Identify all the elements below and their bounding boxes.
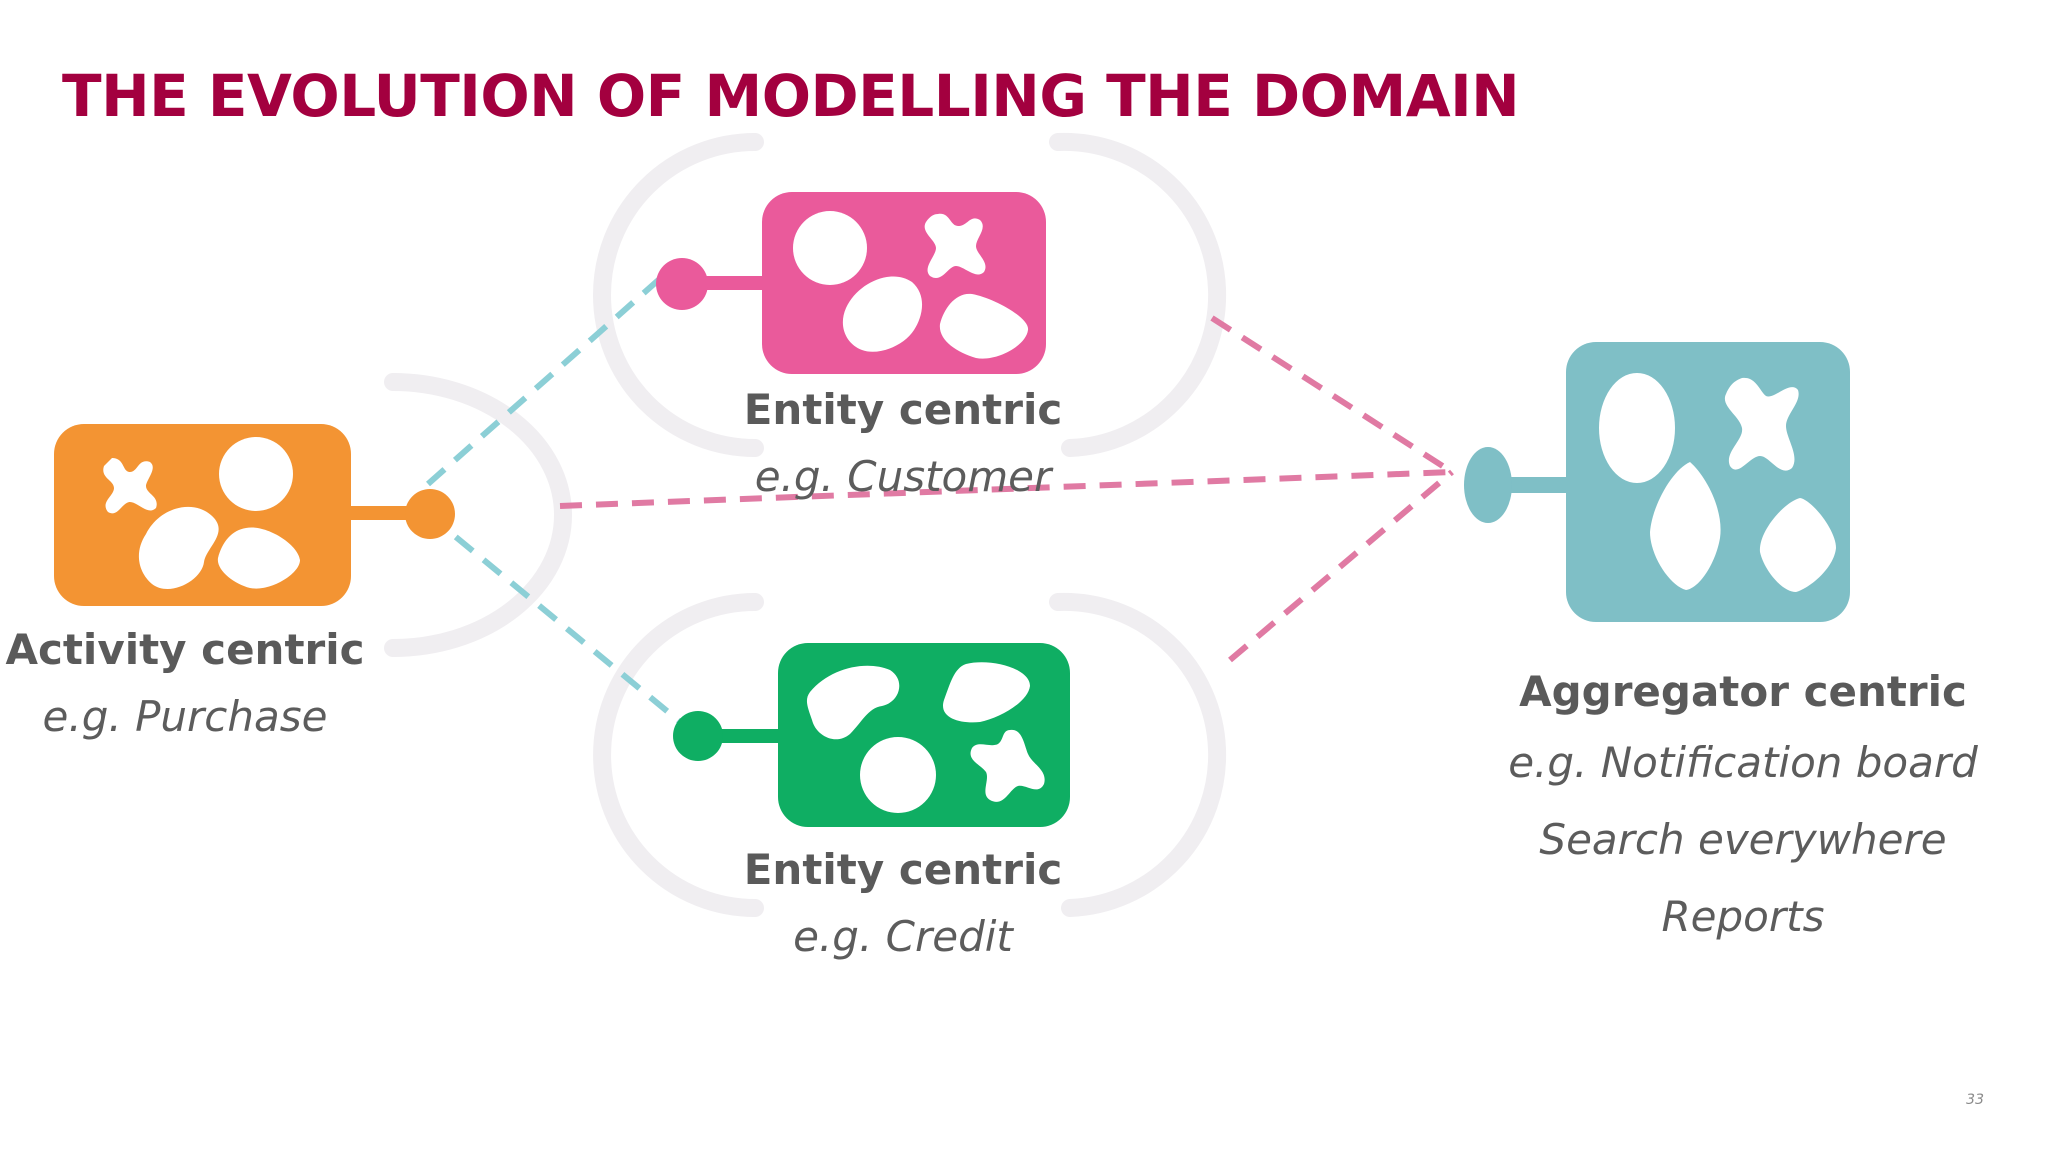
- connector-entity-bottom-to-aggregator: [1228, 469, 1454, 663]
- entity-top-node: [656, 192, 1046, 374]
- entity-top-label: Entity centric e.g. Customer: [700, 378, 1106, 512]
- entity-bottom-arc-right: [1049, 592, 1227, 917]
- entity-top-arc-left: [593, 133, 764, 457]
- blob-shape-icon: [138, 506, 219, 589]
- cross-shape-icon: [970, 729, 1045, 802]
- activity-label: Activity centric e.g. Purchase: [0, 618, 370, 752]
- cross-shape-icon: [1724, 377, 1799, 471]
- blob-shape-icon: [842, 276, 923, 352]
- aggregator-label: Aggregator centric e.g. Notification boa…: [1470, 660, 2016, 955]
- aggregator-node: [1464, 342, 1850, 622]
- diamond-shape-icon: [1759, 498, 1836, 592]
- entity-top-example: e.g. Customer: [754, 452, 1052, 501]
- circle-shape-icon: [860, 737, 936, 813]
- activity-arc: [384, 373, 572, 657]
- activity-name: Activity centric: [5, 625, 365, 674]
- aggregator-example-3: Reports: [1661, 892, 1825, 941]
- entity-bottom-connector-dot: [673, 711, 723, 761]
- entity-bottom-example: e.g. Credit: [793, 912, 1013, 961]
- oval-shape-icon: [1599, 373, 1675, 483]
- connector-activity-to-entity-bottom: [426, 511, 698, 738]
- connector-entity-top-to-aggregator: [1210, 315, 1454, 475]
- background-arcs: [384, 132, 1227, 917]
- circle-shape-icon: [793, 211, 867, 285]
- entity-bottom-arc-left: [593, 593, 764, 917]
- diamond-shape-icon: [1650, 462, 1721, 590]
- entity-top-arc-right: [1049, 132, 1227, 457]
- circle-shape-icon: [219, 437, 293, 511]
- aggregator-example-1: e.g. Notification board: [1508, 738, 1978, 787]
- connector-activity-to-aggregator: [559, 469, 1453, 509]
- entity-bottom-name: Entity centric: [743, 845, 1063, 894]
- slide-title: THE EVOLUTION OF MODELLING THE DOMAIN: [62, 62, 1520, 130]
- cross-shape-icon: [103, 458, 157, 514]
- activity-connector-dot: [405, 489, 455, 539]
- entity-bottom-label: Entity centric e.g. Credit: [700, 838, 1106, 972]
- entity-top-name: Entity centric: [743, 385, 1063, 434]
- aggregator-name: Aggregator centric: [1519, 667, 1967, 716]
- connectors: [426, 265, 1454, 738]
- diamond-shape-icon: [217, 527, 300, 589]
- aggregator-example-2: Search everywhere: [1539, 815, 1947, 864]
- cross-shape-icon: [924, 213, 986, 279]
- activity-example: e.g. Purchase: [42, 692, 328, 741]
- entity-top-connector-dot: [656, 258, 708, 310]
- diamond-shape-icon: [942, 662, 1030, 723]
- aggregator-connector-dot: [1464, 447, 1512, 523]
- page-number: 33: [1966, 1092, 1984, 1108]
- entity-bottom-node: [673, 643, 1070, 827]
- connector-activity-to-entity-top: [426, 265, 674, 487]
- diamond-shape-icon: [939, 293, 1029, 359]
- blob-shape-icon: [806, 665, 900, 740]
- activity-node: [54, 424, 455, 606]
